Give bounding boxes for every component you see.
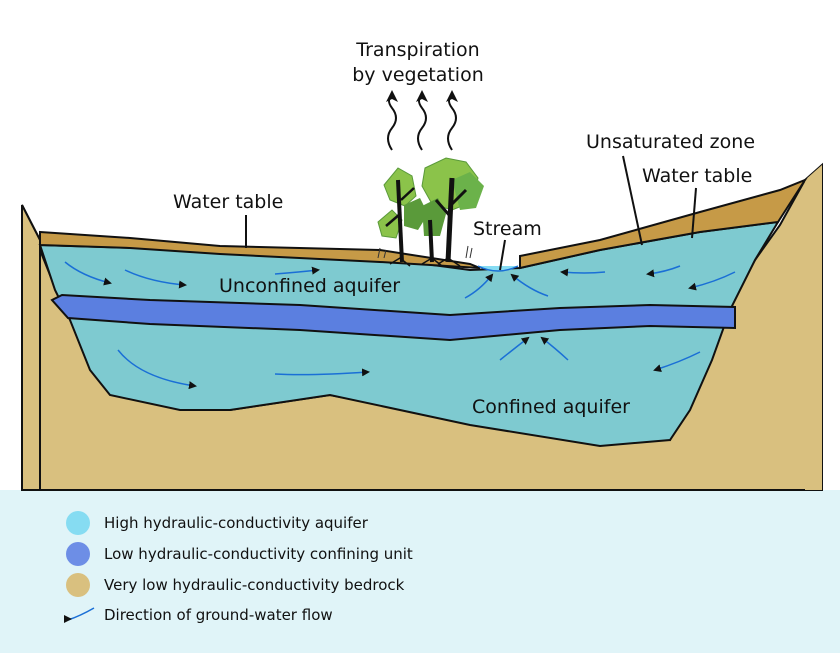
- tree-trunk: [428, 219, 434, 263]
- flow-arrow: [274, 368, 370, 377]
- grass: [377, 245, 473, 259]
- flow-arrow: [464, 273, 494, 299]
- water-table-right-label: Water table: [642, 165, 752, 187]
- legend-label-confining: Low hydraulic-conductivity confining uni…: [104, 545, 413, 563]
- tree-branch: [400, 187, 415, 201]
- flow-arrow: [653, 351, 701, 372]
- transpiration-label-line2: by vegetation: [352, 64, 484, 86]
- tree-roots: [389, 257, 461, 267]
- tree-branch: [434, 199, 452, 217]
- vegetation: [377, 157, 484, 267]
- flow-arrow: [117, 349, 197, 390]
- flow-arrows: [64, 261, 736, 390]
- right-hill: [805, 165, 822, 490]
- stream-water: [477, 265, 519, 272]
- flow-arrow: [560, 268, 606, 277]
- flow-arrow: [274, 266, 320, 275]
- legend-swatch-confining: [66, 542, 90, 566]
- flow-arrow: [510, 273, 549, 297]
- legend-label-flow: Direction of ground-water flow: [104, 606, 333, 624]
- flow-arrow: [499, 336, 530, 361]
- flow-arrow: [688, 271, 736, 291]
- legend-background: [0, 490, 840, 653]
- left-hill: [21, 204, 41, 491]
- tree-foliage-icon: [422, 198, 446, 236]
- legend-label-bedrock: Very low hydraulic-conductivity bedrock: [104, 576, 405, 594]
- tree-trunk: [396, 179, 404, 263]
- legend-flow-arrowhead-icon: [64, 615, 72, 623]
- legend-swatch-aquifer: [66, 511, 90, 535]
- unsaturated-zone-label: Unsaturated zone: [586, 131, 755, 153]
- unconfined-aquifer-label: Unconfined aquifer: [219, 275, 400, 297]
- legend-label-aquifer: High hydraulic-conductivity aquifer: [104, 514, 369, 532]
- legend: High hydraulic-conductivity aquifer Low …: [64, 511, 413, 624]
- confined-aquifer-label: Confined aquifer: [472, 396, 630, 418]
- unsaturated-zone-right: [519, 177, 808, 270]
- unsaturated-zone: [39, 230, 481, 269]
- flow-arrow: [64, 261, 112, 286]
- transpiration-heads: [386, 90, 458, 102]
- tree-branch: [449, 188, 468, 207]
- flow-arrow: [124, 269, 187, 289]
- stream-label: Stream: [473, 218, 542, 240]
- transpiration-arrows: [387, 95, 457, 151]
- flow-arrow: [646, 265, 681, 278]
- tree-foliage-icon: [452, 172, 484, 210]
- leader-lines: [245, 155, 697, 271]
- flow-arrow: [540, 336, 569, 361]
- water-table-left-label: Water table: [173, 191, 283, 213]
- transpiration-label-line1: Transpiration: [355, 39, 479, 61]
- confining-unit: [50, 293, 736, 342]
- legend-swatch-bedrock: [66, 573, 90, 597]
- tree-branch: [385, 213, 401, 227]
- tree-trunk: [445, 177, 455, 263]
